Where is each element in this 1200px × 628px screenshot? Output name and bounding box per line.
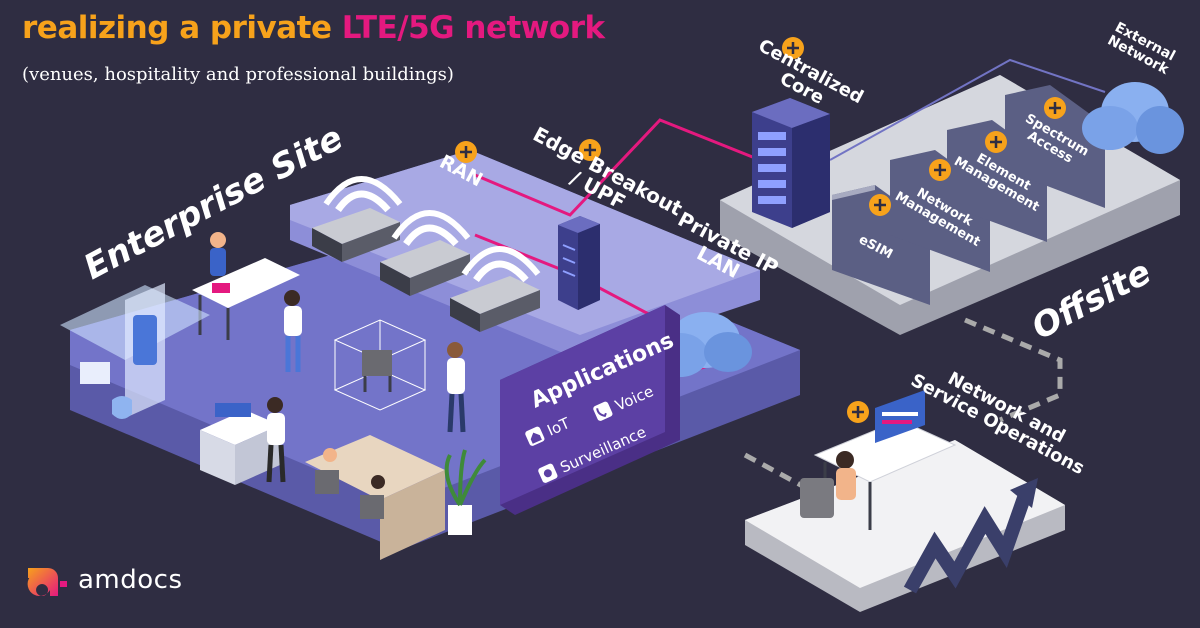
brand-logo: amdocs — [24, 560, 183, 600]
plus-badges — [455, 37, 1066, 423]
offsite-panel-spectrum-access — [1005, 85, 1105, 208]
phone-icon — [593, 401, 613, 421]
surveillance-chair-cube — [333, 319, 427, 411]
title-part-1: realizing a private — [22, 10, 342, 46]
page-subtitle: (venues, hospitality and professional bu… — [22, 64, 454, 85]
title-part-2: LTE/5G network — [341, 10, 605, 46]
edge-breakout-server — [558, 216, 600, 310]
brand-name: amdocs — [78, 565, 183, 595]
plus-badge-icon — [929, 159, 951, 181]
desk-workstation — [192, 232, 300, 340]
operations-platform — [745, 440, 1065, 612]
person-with-phone-left — [284, 290, 302, 372]
amdocs-logo-mark — [27, 568, 67, 596]
plus-badge-icon — [455, 141, 477, 163]
plus-badge-icon — [1044, 97, 1066, 119]
person-at-printer — [266, 397, 286, 483]
ran-radio-2 — [380, 210, 471, 296]
plus-badge-icon — [985, 131, 1007, 153]
growth-arrow — [903, 478, 1038, 594]
security-glass-room — [60, 283, 210, 419]
operations-desk — [800, 390, 957, 530]
plus-badge-icon — [782, 37, 804, 59]
ran-radio-1 — [312, 176, 403, 262]
plus-badge-icon — [869, 194, 891, 216]
page-title: realizing a private LTE/5G network — [22, 10, 605, 46]
plus-badge-icon — [579, 139, 601, 161]
plus-badge-icon — [847, 401, 869, 423]
ran-radio-3 — [450, 246, 541, 332]
person-with-phone-right — [447, 342, 466, 433]
applications-panel — [500, 305, 680, 515]
meeting-table — [305, 435, 445, 560]
centralized-core-server — [752, 98, 830, 228]
potted-plant — [444, 449, 487, 535]
external-network-cloud — [1082, 82, 1184, 154]
